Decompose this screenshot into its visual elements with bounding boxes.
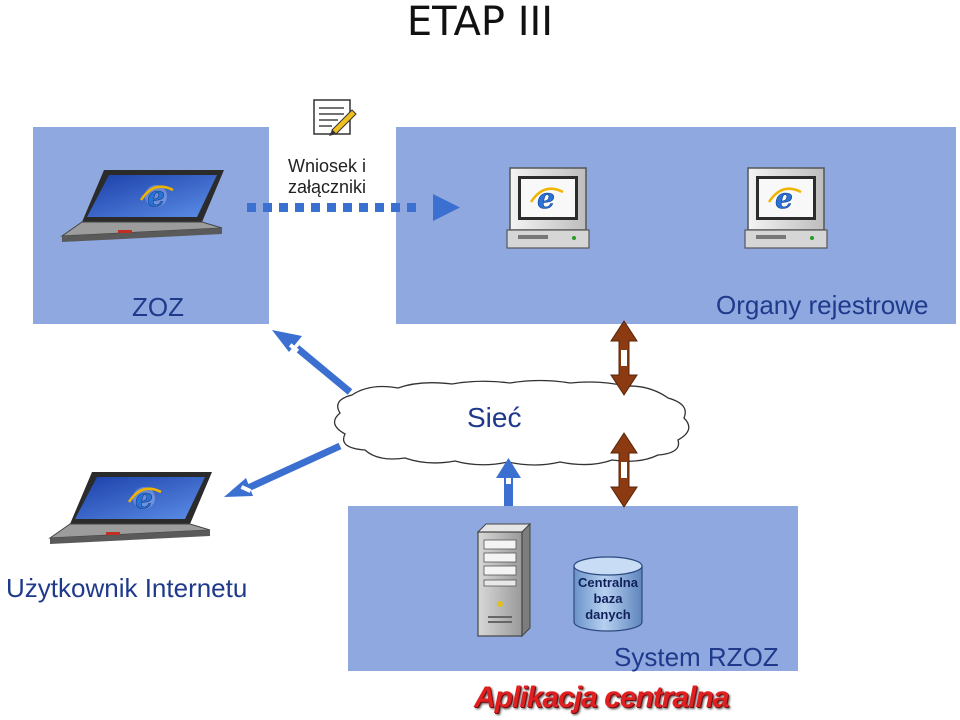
database-label-line1: Centralna	[578, 575, 638, 590]
system-label: System RZOZ	[614, 642, 779, 672]
database-label: Centralna baza danych	[568, 575, 648, 623]
registry-monitor-icon-2	[745, 168, 827, 248]
registry-label: Organy rejestrowe	[716, 290, 929, 320]
document-flow-arrow	[247, 194, 460, 221]
user-label: Użytkownik Internetu	[6, 573, 248, 603]
app-caption: Aplikacja centralna	[474, 681, 729, 714]
page-title: ETAP III	[406, 0, 554, 45]
network-to-zoz-arrow	[272, 330, 353, 395]
document-label-line1: Wniosek i	[287, 156, 367, 176]
network-to-user-arrow	[224, 442, 342, 497]
cloud-icon	[333, 379, 690, 466]
system-rzoz-panel	[348, 506, 798, 671]
zoz-laptop-icon	[62, 170, 224, 242]
system-to-network-arrow	[496, 458, 521, 506]
database-label-line2: baza	[593, 591, 623, 606]
document-label-line2: załączniki	[287, 177, 367, 197]
registry-monitor-icon-1	[507, 168, 589, 248]
database-label-line3: danych	[585, 607, 631, 622]
network-label: Sieć	[467, 402, 522, 433]
server-tower-icon	[476, 522, 532, 638]
notepad-icon	[313, 99, 357, 136]
zoz-label: ZOZ	[132, 292, 184, 322]
document-label: Wniosek i załączniki	[272, 156, 382, 198]
database-icon	[573, 556, 643, 632]
registry-panel	[396, 127, 956, 324]
user-laptop-icon	[50, 472, 212, 544]
